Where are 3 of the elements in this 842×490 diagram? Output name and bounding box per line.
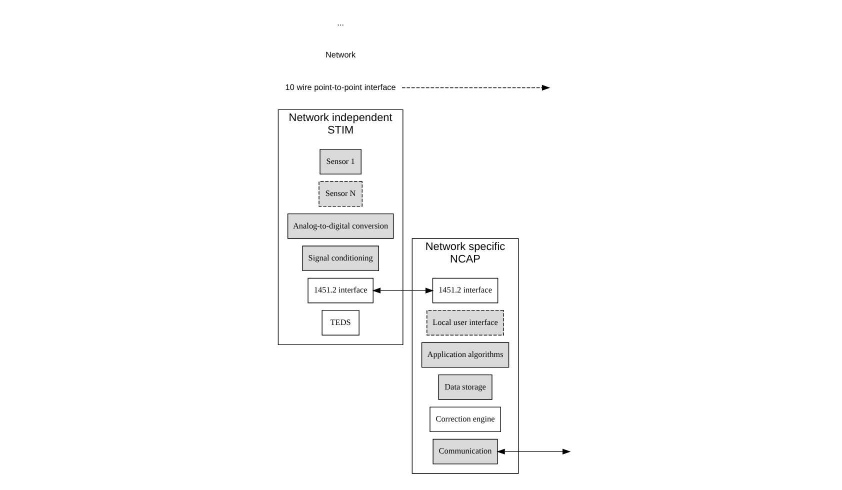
arrow [496,448,570,454]
arrow [372,288,434,294]
arrow [401,84,550,91]
